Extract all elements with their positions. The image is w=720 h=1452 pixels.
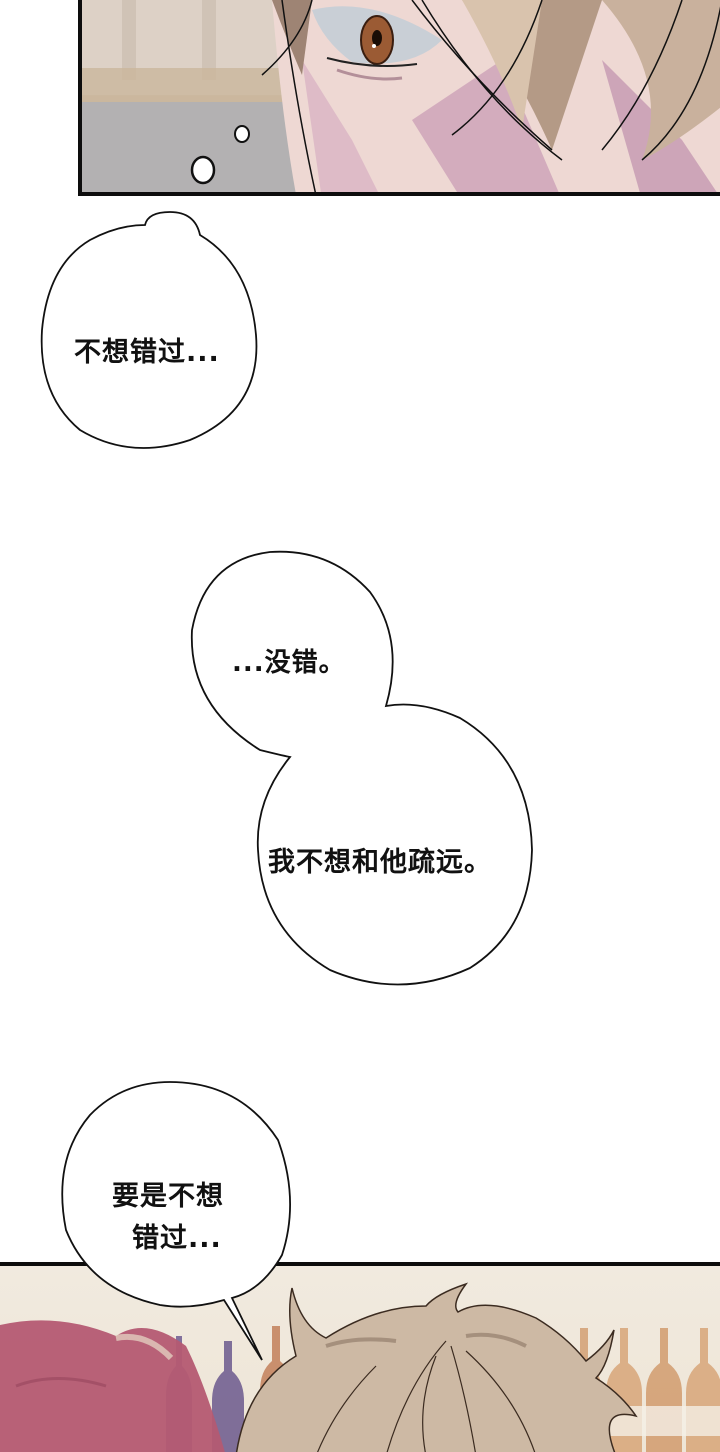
bubble-1-text: 不想错过... [74, 337, 220, 368]
bubble-2b-text: 我不想和他疏远。 [268, 847, 492, 878]
bubble-3-text-line-2: 错过... [132, 1223, 222, 1254]
bar-scene-illustration [0, 1282, 720, 1452]
bubble-3-text-line-1: 要是不想 [112, 1181, 224, 1212]
bubble-2a-text: ...没错。 [232, 648, 346, 678]
eye-closeup-illustration [82, 0, 720, 192]
top-comic-panel [78, 0, 720, 196]
bottom-comic-panel [0, 1262, 720, 1452]
